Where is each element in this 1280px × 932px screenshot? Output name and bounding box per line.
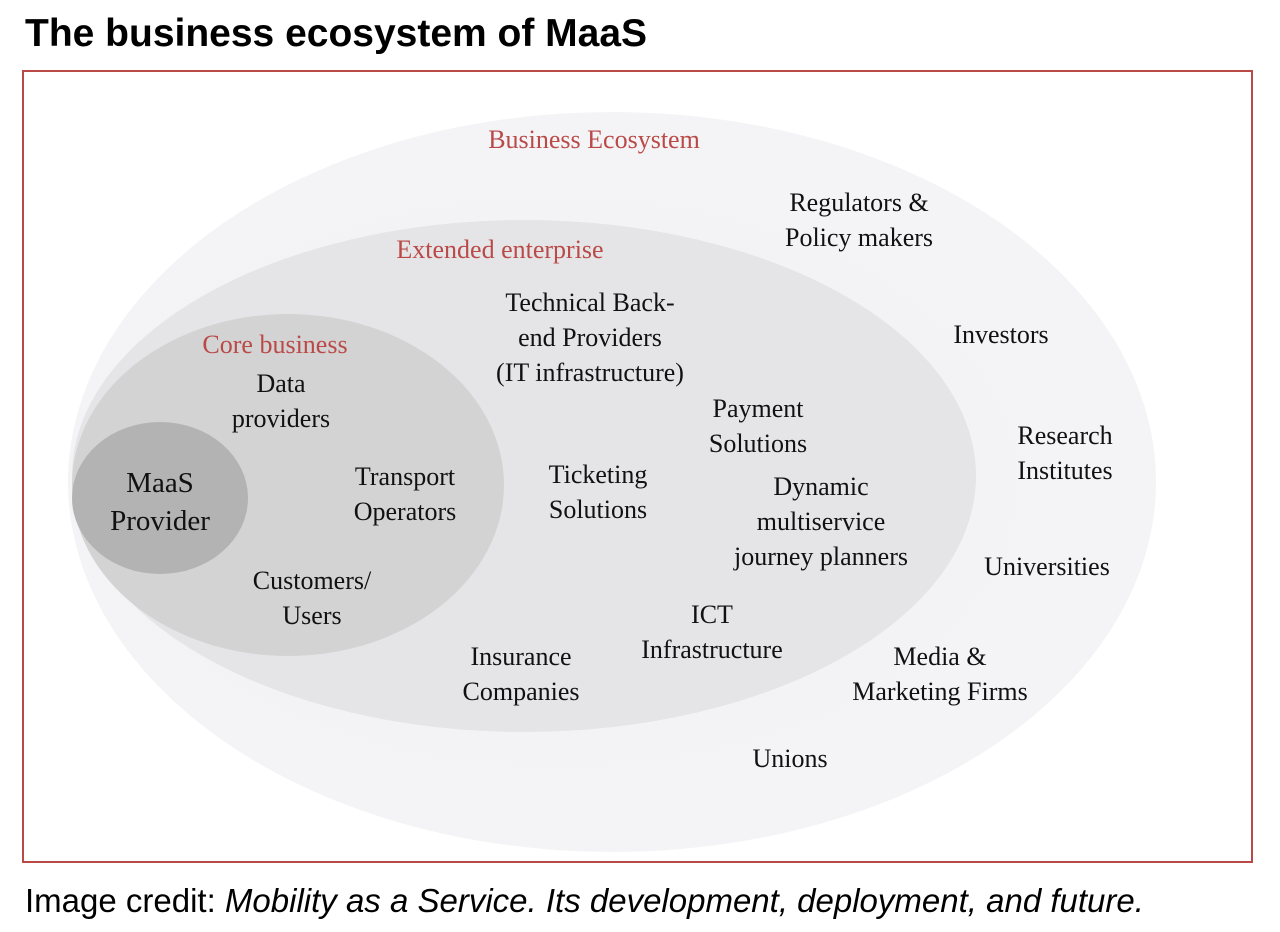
actor-transport-operators: Transport Operators (353, 462, 457, 526)
credit-prefix: Image credit: (25, 882, 225, 919)
actor-regulators: Regulators & Policy makers (784, 188, 934, 252)
actor-journey-planners: Dynamic multiservice journey planners (733, 472, 909, 571)
core-business-label: Core business (202, 330, 348, 359)
actor-payment-solutions: Payment Solutions (708, 394, 808, 458)
actor-technical-backend: Technical Back- end Providers (IT infras… (496, 288, 684, 387)
ecosystem-diagram: Business Ecosystem Extended enterprise C… (22, 70, 1253, 863)
actor-ticketing-solutions: Ticketing Solutions (548, 460, 648, 524)
maas-provider-ellipse (72, 422, 248, 574)
actor-investors: Investors (953, 320, 1049, 349)
page-title: The business ecosystem of MaaS (25, 12, 648, 55)
actor-data-providers: Data providers (231, 369, 331, 433)
actor-universities: Universities (984, 552, 1110, 581)
actor-insurance-companies: Insurance Companies (462, 642, 580, 706)
actor-customers-users: Customers/ Users (252, 566, 372, 630)
extended-enterprise-label: Extended enterprise (396, 235, 604, 264)
actor-unions: Unions (752, 744, 828, 773)
image-credit: Image credit: Mobility as a Service. Its… (25, 880, 1144, 922)
actor-ict-infrastructure: ICT Infrastructure (641, 600, 783, 664)
actor-media-marketing: Media & Marketing Firms (852, 642, 1028, 706)
business-ecosystem-label: Business Ecosystem (488, 125, 700, 154)
actor-research-institutes: Research Institutes (1017, 421, 1113, 485)
maas-provider-label: MaaS Provider (110, 467, 210, 537)
credit-source: Mobility as a Service. Its development, … (224, 882, 1144, 919)
